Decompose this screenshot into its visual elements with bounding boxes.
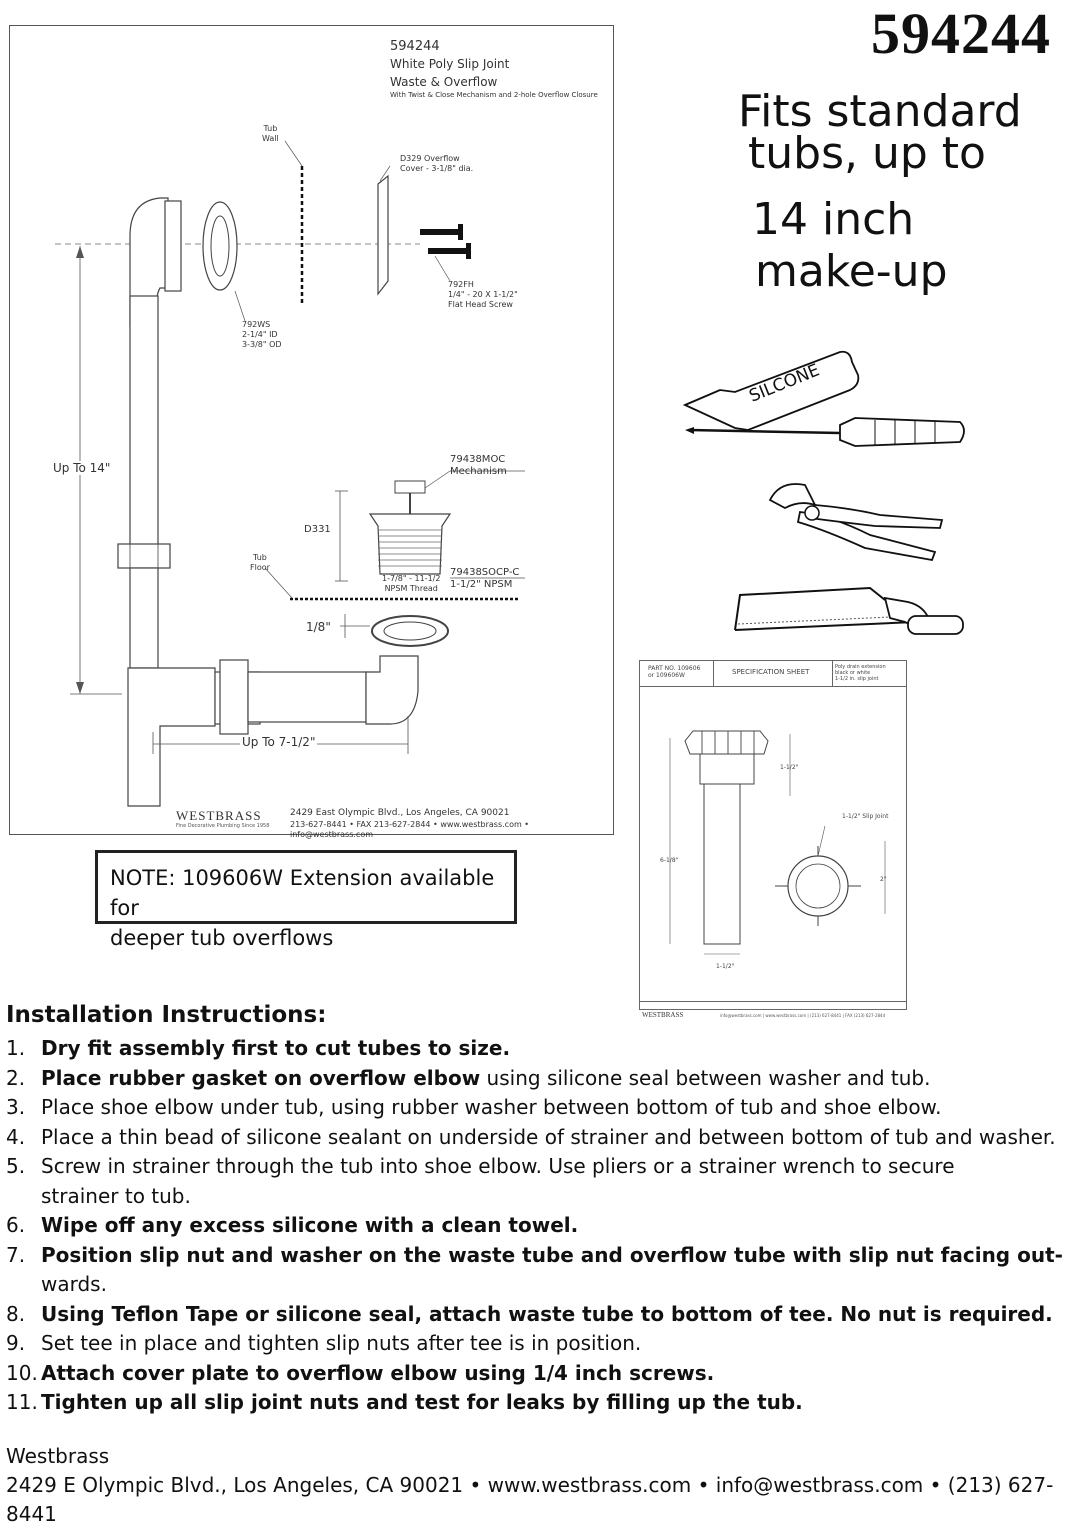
part-number-heading: 594244: [871, 1, 1051, 66]
spec-dim-bottom: 1-1/2": [716, 963, 735, 970]
step-number: 1.: [6, 1036, 26, 1060]
label-up-to-7: Up To 7-1/2": [240, 735, 318, 749]
diagram-address-2: 213-627-8441 • FAX 213-627-2844 • www.we…: [290, 820, 530, 839]
instruction-step: 2. Place rubber gasket on overflow elbow …: [6, 1064, 1066, 1094]
step-number: [6, 1182, 41, 1212]
instructions-title: Installation Instructions:: [6, 1002, 327, 1028]
diagram-title-1: White Poly Slip Joint: [390, 57, 510, 71]
assembly-drawing: [55, 140, 525, 807]
instruction-step: 11.Tighten up all slip joint nuts and te…: [6, 1388, 1066, 1418]
diagram-address-1: 2429 East Olympic Blvd., Los Angeles, CA…: [290, 808, 510, 818]
spec-dim-side: 2": [880, 876, 887, 883]
instruction-step: 1. Dry fit assembly first to cut tubes to…: [6, 1034, 1066, 1064]
spec-dim-top: 1-1/2": [780, 764, 799, 771]
step-number: 7.: [6, 1242, 26, 1267]
instruction-step: 6. Wipe off any excess silicone with a cl…: [6, 1211, 1066, 1241]
instructions-list: 1. Dry fit assembly first to cut tubes to…: [6, 1034, 1066, 1418]
step-number: 9.: [6, 1331, 26, 1355]
footer-company: Westbrass: [6, 1444, 110, 1468]
step-number: 3.: [6, 1095, 26, 1119]
spec-slip-joint: 1-1/2" Slip Joint: [842, 813, 889, 820]
hacksaw-icon: [734, 586, 964, 635]
silicone-tube-icon: SILCONE: [682, 350, 860, 431]
label-eighth: 1/8": [306, 620, 331, 634]
diagram-part-number: 594244: [390, 39, 440, 54]
instruction-step: 4. Place a thin bead of silicone sealant …: [6, 1123, 1066, 1153]
step-text: Place a thin bead of silicone sealant on…: [41, 1124, 1056, 1149]
instruction-step: 10.Attach cover plate to overflow elbow …: [6, 1359, 1066, 1389]
step-text: strainer to tub.: [41, 1183, 191, 1208]
step-text: Place rubber gasket on overflow elbow us…: [41, 1065, 931, 1090]
footer-address: 2429 E Olympic Blvd., Los Angeles, CA 90…: [6, 1473, 1054, 1526]
extension-drawing: [669, 730, 886, 955]
step-text: Set tee in place and tighten slip nuts a…: [41, 1331, 642, 1355]
step-number: [6, 1270, 41, 1300]
spec-dim-height: 6-1/8": [660, 857, 679, 864]
fits-line-1: Fits standard: [738, 86, 1022, 137]
step-text: Tighten up all slip joint nuts and test …: [41, 1390, 803, 1414]
step-text: Wipe off any excess silicone with a clea…: [41, 1213, 579, 1237]
step-text: Position slip nut and washer on the wast…: [41, 1242, 1063, 1267]
step-text: Using Teflon Tape or silicone seal, atta…: [41, 1301, 1053, 1326]
diagram-brand-tag: Fine Decorative Plumbing Since 1958: [176, 823, 270, 829]
label-up-to-14: Up To 14": [53, 461, 111, 475]
step-number: 5.: [6, 1154, 26, 1178]
screwdriver-icon: [685, 417, 965, 447]
instruction-step: strainer to tub.: [6, 1182, 1066, 1212]
instruction-step: 8. Using Teflon Tape or silicone seal, at…: [6, 1300, 1066, 1330]
instruction-step: 7. Position slip nut and washer on the wa…: [6, 1241, 1066, 1271]
spec-footer: info@westbrass.com | www.westbrass.com |…: [720, 1013, 886, 1018]
spec-brand: WESTBRASS: [642, 1011, 684, 1019]
step-number: 11.: [6, 1390, 38, 1414]
note-line-1: NOTE: 109606W Extension available for: [110, 866, 495, 920]
instruction-step: 9. Set tee in place and tighten slip nuts…: [6, 1329, 1066, 1359]
spec-title: SPECIFICATION SHEET: [732, 668, 810, 676]
fits-line-2: tubs, up to: [748, 128, 986, 179]
step-text: Dry fit assembly first to cut tubes to s…: [41, 1036, 511, 1060]
step-text: Attach cover plate to overflow elbow usi…: [41, 1360, 715, 1385]
diagram-title-2: Waste & Overflow: [390, 75, 498, 89]
step-number: 6.: [6, 1213, 26, 1237]
instruction-step: 3. Place shoe elbow under tub, using rubb…: [6, 1093, 1066, 1123]
assembly-diagram: 594244 White Poly Slip Joint Waste & Ove…: [9, 25, 614, 839]
pliers-icon: [768, 483, 944, 562]
step-text: Screw in strainer through the tub into s…: [41, 1154, 955, 1178]
step-text: wards.: [41, 1272, 107, 1296]
step-number: 10.: [6, 1360, 38, 1385]
step-number: 2.: [6, 1065, 26, 1090]
page-footer: Westbrass 2429 E Olympic Blvd., Los Ange…: [6, 1442, 1073, 1529]
instruction-step: 5. Screw in strainer through the tub into…: [6, 1152, 1066, 1182]
tools-illustration: SILCONE: [682, 350, 965, 635]
fits-line-4: make-up: [755, 246, 948, 297]
note-line-2: deeper tub overflows: [110, 926, 334, 950]
diagram-brand: WESTBRASS: [176, 808, 262, 823]
step-number: 4.: [6, 1124, 26, 1149]
extension-note: NOTE: 109606W Extension available for de…: [95, 850, 517, 950]
diagram-subtitle: With Twist & Close Mechanism and 2-hole …: [390, 91, 598, 99]
fits-line-3: 14 inch: [752, 194, 915, 245]
label-d331: D331: [304, 524, 331, 535]
instruction-step: wards.: [6, 1270, 1066, 1300]
step-text: Place shoe elbow under tub, using rubber…: [41, 1095, 942, 1119]
step-number: 8.: [6, 1301, 26, 1326]
